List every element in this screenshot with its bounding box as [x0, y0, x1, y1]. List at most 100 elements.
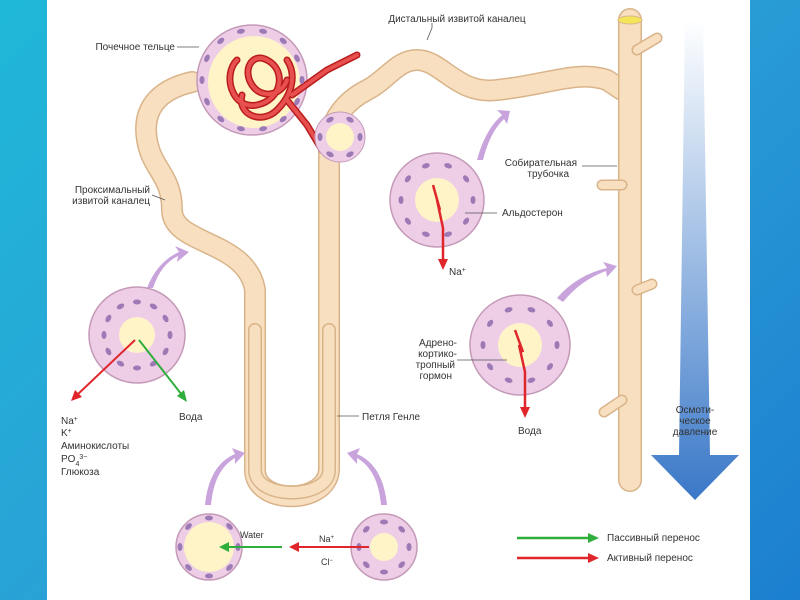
cell-nucleus	[462, 175, 470, 183]
distal-tubule-label: Дистальный извитой каналец	[388, 14, 526, 25]
pointer-arrows	[147, 110, 617, 505]
cell-nucleus	[299, 76, 305, 84]
loop-cross-section-left	[175, 513, 243, 581]
reabs-po4-label: PO43−	[61, 454, 87, 468]
juxtaglomerular-cross-section	[314, 111, 366, 163]
distal-na-label: Na+	[449, 267, 466, 279]
cell-nucleus	[279, 37, 287, 45]
proximal-cross-section	[88, 286, 186, 384]
osmotic-label-1: Осмоти-	[676, 405, 715, 416]
cell-nucleus	[116, 303, 125, 310]
cell-nuclei	[101, 28, 560, 579]
acth-label-2: кортико-	[418, 349, 457, 360]
collecting-duct-label-1: Собирательная	[505, 157, 577, 169]
osmotic-label-2: ческое	[679, 416, 711, 427]
cell-nucleus	[226, 523, 233, 530]
nephron-tubule	[135, 8, 663, 508]
cell-nucleus	[162, 314, 169, 323]
cell-nucleus	[204, 54, 210, 63]
cell-nucleus	[133, 299, 141, 305]
cell-nucleus	[346, 116, 354, 123]
cell-nucleus	[204, 97, 210, 106]
nephron-diagram: Осмоти- ческое давление	[61, 8, 739, 581]
loop-active-arrow	[289, 542, 369, 552]
cell-nucleus	[554, 341, 560, 349]
cell-nucleus	[149, 303, 158, 310]
acth-label-1: Адрено-	[419, 338, 457, 349]
cell-nucleus	[259, 28, 268, 34]
proximal-tubule-label-1: Проксимальный	[75, 185, 150, 196]
reabs-k-label: K+	[61, 428, 72, 440]
proximal-water-label: Вода	[179, 412, 203, 423]
legend-passive: Пассивный перенос	[517, 533, 700, 544]
cell-nucleus	[546, 319, 554, 327]
cell-nucleus	[462, 217, 470, 225]
cell-nucleus	[101, 331, 107, 339]
collecting-duct-opening	[617, 15, 643, 25]
cell-nucleus	[105, 347, 112, 356]
loop-cl-label: Cl−	[321, 557, 334, 567]
cell-nucleus	[362, 561, 370, 569]
cell-nucleus	[236, 28, 245, 34]
cell-nucleus	[167, 331, 173, 339]
loop-henle-label: Петля Генле	[362, 412, 420, 423]
osmotic-label-3: давление	[673, 427, 718, 438]
cell-nucleus	[185, 564, 192, 571]
collecting-duct-label-2: трубочка	[527, 168, 569, 180]
cell-nucleus	[205, 515, 213, 521]
cell-nucleus	[406, 543, 412, 551]
cell-nucleus	[486, 319, 494, 327]
cell-nucleus	[259, 126, 268, 132]
reabs-amino-label: Аминокислоты	[61, 441, 129, 452]
cell-nucleus	[185, 523, 192, 530]
osmotic-pressure-arrow	[651, 20, 739, 500]
cell-nucleus	[546, 363, 554, 371]
reabs-na-label: Na+	[61, 416, 78, 428]
cell-nucleus	[398, 196, 404, 204]
cell-nucleus	[326, 151, 334, 158]
cell-nucleus	[294, 97, 300, 106]
acth-label-3: тропный	[416, 360, 455, 371]
legend-active: Активный перенос	[517, 553, 693, 564]
loop-water-label: Water	[240, 530, 264, 540]
cell-nucleus	[279, 115, 287, 123]
leader-lines	[151, 23, 617, 417]
collecting-water-label: Вода	[518, 426, 542, 437]
cell-nucleus	[527, 377, 536, 383]
cell-nucleus	[294, 54, 300, 63]
cell-nucleus	[527, 307, 536, 313]
cell-nucleus	[236, 126, 245, 132]
acth-label-4: гормон	[419, 371, 452, 382]
proximal-tubule-label-2: извитой каналец	[72, 196, 150, 207]
cell-nucleus	[504, 377, 513, 383]
cell-nucleus	[486, 363, 494, 371]
loop-passive-arrow	[219, 542, 282, 552]
cell-nucleus	[217, 115, 225, 123]
cell-nucleus	[162, 347, 169, 356]
cell-nucleus	[398, 525, 406, 533]
cell-nucleus	[404, 217, 412, 225]
legend-active-label: Активный перенос	[607, 553, 693, 564]
cell-nucleus	[444, 231, 452, 237]
cell-nucleus	[217, 37, 225, 45]
cell-nucleus	[362, 525, 370, 533]
cell-nucleus	[480, 341, 486, 349]
reabs-glucose-label: Глюкоза	[61, 467, 100, 478]
loop-na-label: Na+	[319, 534, 335, 544]
distal-active-arrow	[431, 184, 448, 270]
cell-nucleus	[444, 163, 452, 169]
cell-nucleus	[422, 163, 430, 169]
cell-nucleus	[326, 116, 334, 123]
cell-nucleus	[226, 564, 233, 571]
cell-nucleus	[398, 561, 406, 569]
cell-nucleus	[422, 231, 430, 237]
proximal-active-arrow	[71, 339, 136, 401]
cell-nucleus	[199, 76, 205, 84]
aldosterone-label: Альдостерон	[502, 208, 563, 219]
collecting-active-arrow	[513, 329, 530, 418]
cell-nucleus	[317, 133, 323, 141]
cell-nucleus	[504, 307, 513, 313]
cell-nucleus	[133, 365, 141, 371]
legend-passive-label: Пассивный перенос	[607, 533, 700, 544]
cell-nucleus	[116, 360, 125, 367]
